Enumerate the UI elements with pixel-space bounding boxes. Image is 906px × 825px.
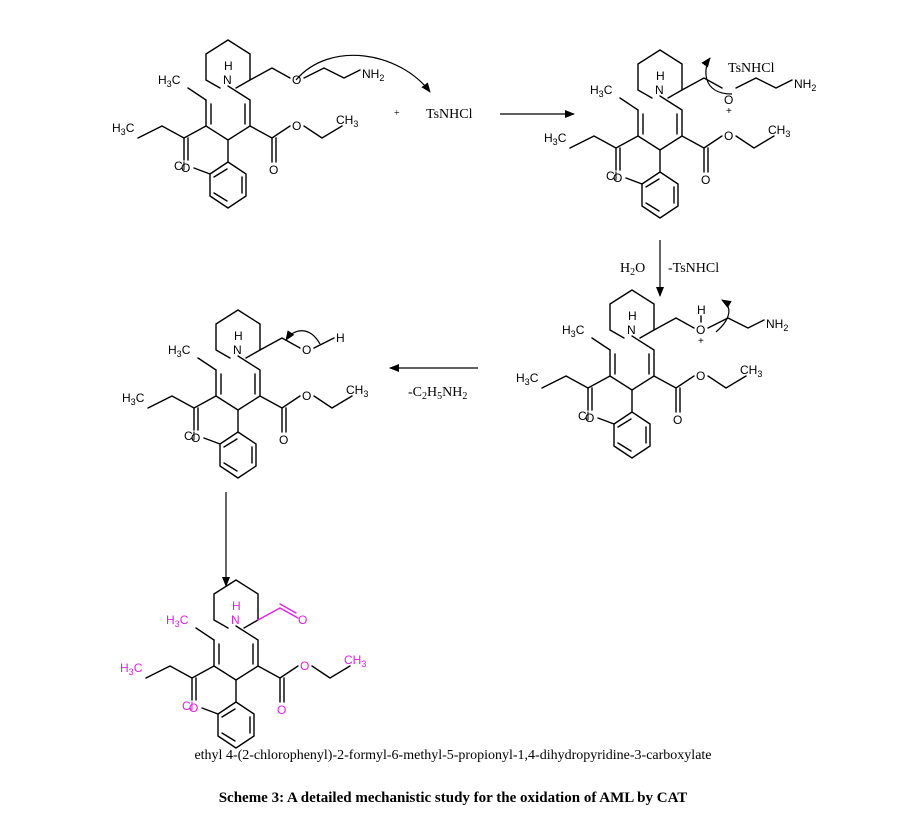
atom-o-ketone: O [181,161,190,175]
product-name: ethyl 4-(2-chlorophenyl)-2-formyl-6-meth… [194,748,712,763]
atom-n: N [231,613,240,627]
atom-ch3: CH3 [336,113,358,129]
atom-nh-h: H [656,69,665,83]
atom-o-h: H [697,303,706,317]
atom-o-ester-carbonyl: O [673,413,682,427]
atom-nh-h: H [232,599,241,613]
atom-o-ester: O [302,389,311,403]
atom-nh-h: H [628,309,637,323]
atom-o-ester: O [292,119,301,133]
atom-cl: Cl [184,429,195,443]
structure-amlodipine: N H H3C H3C O Cl O O CH3 O NH2 [112,39,384,209]
atom-o-charge: + [698,336,704,347]
atom-o-charge: + [726,106,732,117]
atom-nh2: NH2 [794,77,816,93]
reagent-tsnhcl: TsNHCl [426,107,473,122]
atom-cl: Cl [578,409,589,423]
atom-nh2: NH2 [766,317,788,333]
atom-o-aldehyde: O [298,613,307,627]
atom-h3c-top: H3C [168,343,191,359]
atom-cl: Cl [174,159,185,173]
atom-h3c-left: H3C [120,661,143,677]
atom-o-ester-carbonyl: O [277,703,286,717]
atom-o-hydroxyl: O [302,343,311,357]
atom-o-ester-carbonyl: O [701,173,710,187]
atom-h3c-left: H3C [516,371,539,387]
plus-sign: + [394,108,400,119]
atom-h3c-left: H3C [112,121,135,137]
atom-ch3: CH3 [740,363,762,379]
bound-tsnhcl: TsNHCl [728,61,775,76]
atom-nh2: NH2 [362,67,384,83]
atom-n: N [655,83,664,97]
curved-arrow-release [701,57,733,95]
atom-o-oxonium: O [696,323,705,337]
curved-arrow-oh [285,330,321,345]
reagent-minus-ethylamine: -C2H5NH2 [408,385,467,402]
atom-o-ester-carbonyl: O [269,163,278,177]
atom-n: N [627,323,636,337]
atom-o-ester: O [696,369,705,383]
atom-ch3: CH3 [344,653,366,669]
atom-o-ketone: O [585,411,594,425]
curved-arrow-attack [295,54,431,93]
atom-h3c-left: H3C [122,391,145,407]
atom-n: N [223,73,232,87]
atom-nh-h: H [234,329,243,343]
atom-o-ketone: O [613,171,622,185]
reagent-water: H2O [620,261,645,278]
structure-product: N H H3C H3C O Cl O O CH3 O [120,579,366,749]
atom-o-ketone: O [191,431,200,445]
atom-h3c-top: H3C [590,83,613,99]
atom-o-ketone: O [189,701,198,715]
scheme-caption: Scheme 3: A detailed mechanistic study f… [218,790,688,806]
reagent-minus-tsnhcl: -TsNHCl [668,261,719,276]
atom-cl: Cl [606,169,617,183]
atom-o-ester: O [300,659,309,673]
atom-cl: Cl [182,699,193,713]
atom-ch3: CH3 [346,383,368,399]
structure-adduct: N H H3C H3C O Cl O O CH3 O + NH2 TsNHCl [544,49,816,219]
structure-alcohol: N H H3C H3C O Cl O O CH3 O H [122,309,368,479]
atom-h3c-left: H3C [544,131,567,147]
atom-h3c-top: H3C [562,323,585,339]
atom-ch3: CH3 [768,123,790,139]
atom-o-ester: O [724,129,733,143]
atom-n: N [233,343,242,357]
atom-o-h: H [336,331,345,345]
atom-h3c-top: H3C [158,73,181,89]
atom-o-oxonium: O [724,93,733,107]
curved-arrow-cleavage [715,299,732,333]
atom-nh-h: H [224,59,233,73]
atom-h3c-top: H3C [166,613,189,629]
atom-o-ester-carbonyl: O [279,433,288,447]
structure-protonated: N H H3C H3C O Cl O O CH3 O + H NH2 [516,289,788,459]
